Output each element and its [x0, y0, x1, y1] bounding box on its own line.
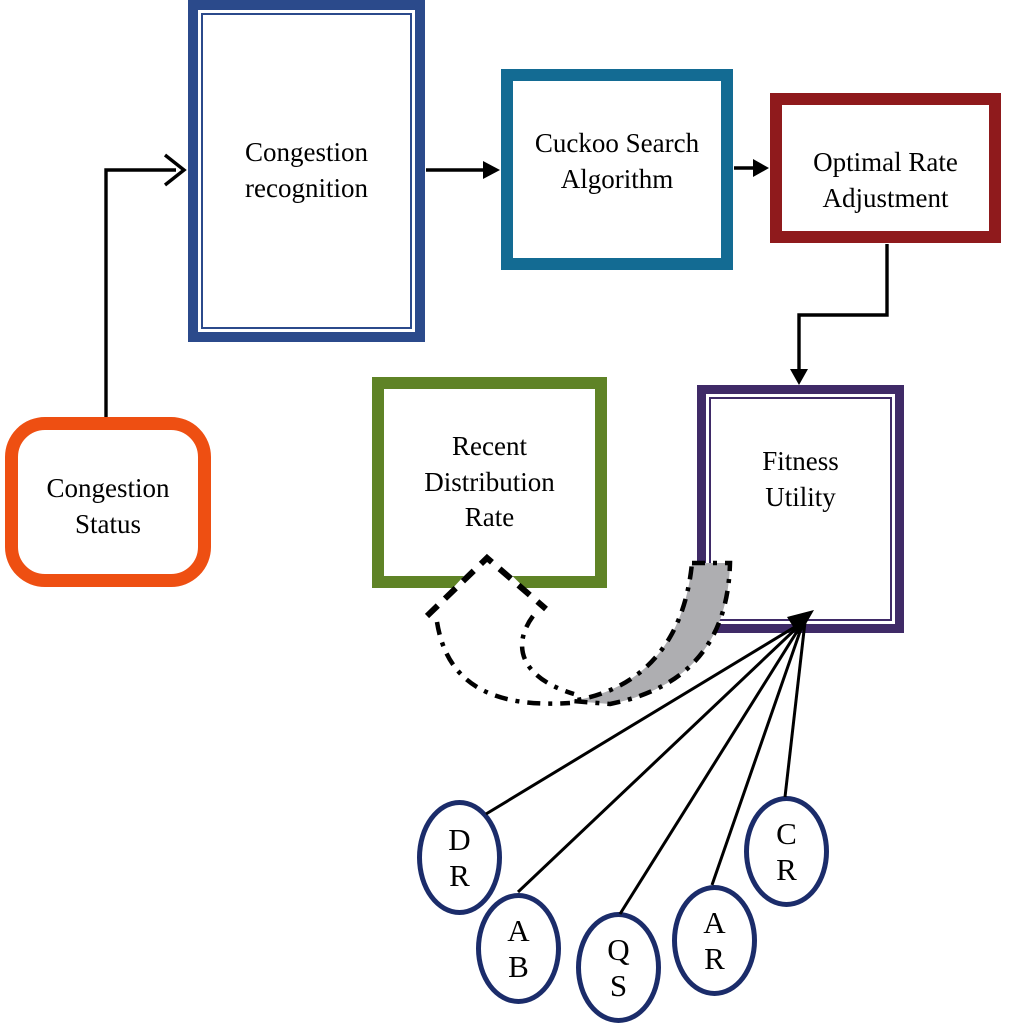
factor-qs-label: Q S: [607, 931, 630, 1003]
factor-ellipse-dr: D R: [417, 800, 502, 915]
factor-ellipse-ar: A R: [672, 885, 757, 996]
congestion-recognition-label: Congestion recognition: [244, 137, 368, 203]
factor-cr-label: C R: [776, 815, 797, 887]
feedback-arrow-upper-curve: [519, 614, 575, 697]
recent-distribution-rate-label: Recent Distribution Rate: [424, 431, 555, 533]
node-recent-distribution-rate: Recent Distribution Rate: [372, 377, 607, 588]
node-congestion-recognition: Congestion recognition: [188, 0, 425, 342]
optimal-rate-adjustment-label: Optimal Rate Adjustment: [813, 147, 958, 213]
factor-ellipse-qs: Q S: [576, 912, 661, 1023]
node-optimal-rate-adjustment: Optimal Rate Adjustment: [770, 93, 1001, 243]
feedback-arrow-lower-curve: [434, 621, 571, 706]
line-dr-to-fitness: [485, 620, 804, 816]
factor-ab-label: A B: [507, 912, 530, 984]
arrowhead-icon: [483, 161, 500, 179]
node-fitness-utility: Fitness Utility: [697, 385, 904, 633]
factor-ellipse-ab: A B: [476, 893, 561, 1004]
arrow-optimal-to-fitness: [797, 244, 889, 371]
arrowhead-icon: [753, 159, 769, 177]
congestion-status-label: Congestion Status: [46, 473, 170, 539]
arrow-status-to-recognition: [104, 168, 176, 417]
node-congestion-status: Congestion Status: [5, 417, 211, 587]
node-cuckoo-search: Cuckoo Search Algorithm: [501, 69, 733, 270]
arrowhead-icon: [790, 369, 808, 385]
line-cr-to-fitness: [783, 621, 807, 798]
open-arrowhead-icon: [163, 153, 187, 187]
factor-dr-label: D R: [448, 821, 471, 893]
factor-ar-label: A R: [703, 904, 726, 976]
factor-ellipse-cr: C R: [744, 796, 829, 907]
fitness-utility-label: Fitness Utility: [762, 446, 839, 512]
cuckoo-search-label: Cuckoo Search Algorithm: [534, 127, 700, 194]
